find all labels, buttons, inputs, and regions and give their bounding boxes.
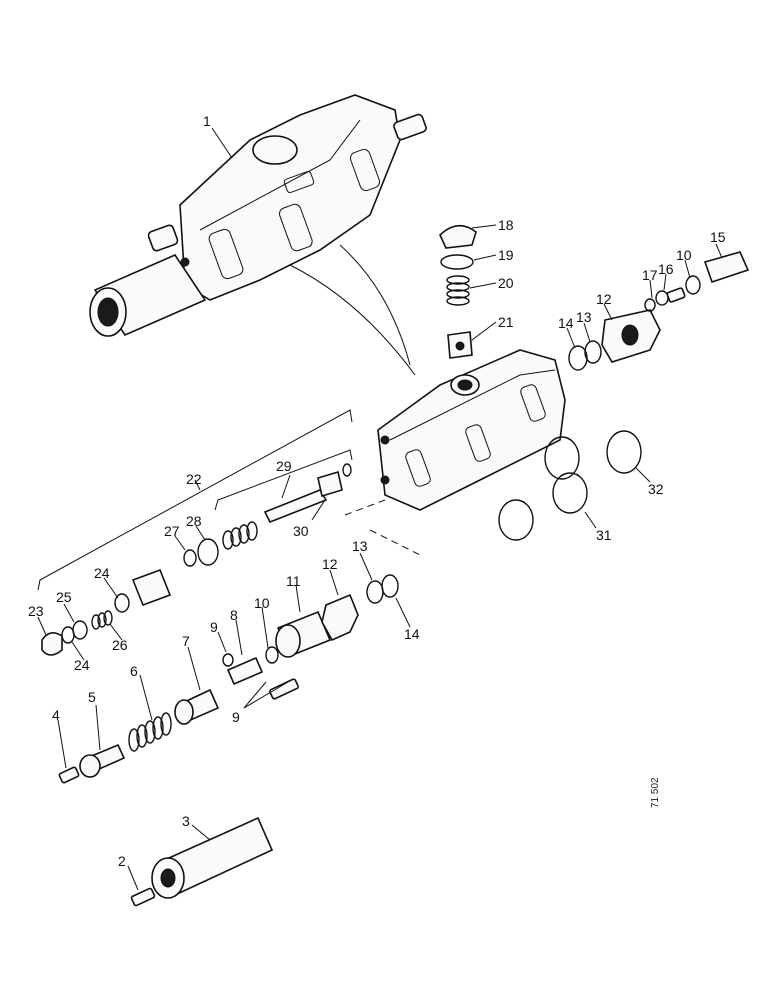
callout-25: 25: [56, 589, 72, 605]
pin-29: [263, 489, 328, 524]
bolt-4: [58, 766, 80, 784]
callout-3: 3: [182, 813, 190, 829]
callout-28: 28: [186, 513, 202, 529]
callout-8: 8: [230, 607, 238, 623]
callout-6: 6: [130, 663, 138, 679]
callout-29: 29: [276, 458, 292, 474]
callout-17: 17: [642, 267, 658, 283]
o-ring-31: [552, 472, 588, 514]
callout-16: 16: [658, 261, 674, 277]
o-ring-b: [498, 499, 534, 541]
spring-6: [128, 712, 172, 752]
callout-12a: 12: [322, 556, 338, 572]
seal-19: [440, 254, 474, 270]
o-ring-32: [606, 430, 642, 474]
callout-14b: 14: [558, 315, 574, 331]
callout-30: 30: [293, 523, 309, 539]
seal-10-lower: [265, 646, 279, 664]
spring-26: [91, 610, 113, 630]
callout-18: 18: [498, 217, 514, 233]
spring-29: [222, 521, 258, 550]
bracket-22: [37, 409, 353, 591]
washer-13-upper: [584, 340, 602, 364]
bracket-29: [214, 449, 353, 511]
callout-5: 5: [88, 689, 96, 705]
cap-23: [41, 632, 63, 656]
poppet-21: [447, 331, 473, 359]
screw-2: [130, 887, 156, 907]
callout-13b: 13: [576, 309, 592, 325]
callout-4: 4: [52, 707, 60, 723]
union-15: [703, 251, 750, 284]
adapter-24: [131, 568, 172, 607]
callout-10a: 10: [254, 595, 270, 611]
callout-11: 11: [286, 573, 301, 589]
spring-20: [446, 275, 470, 306]
callout-31: 31: [596, 527, 612, 543]
callout-24b: 24: [74, 657, 90, 673]
o-ring-16: [655, 290, 669, 306]
callout-9b: 9: [232, 709, 240, 725]
o-ring-14-upper: [568, 345, 588, 371]
callout-7: 7: [182, 633, 190, 649]
callout-2: 2: [118, 853, 126, 869]
plug-18: [439, 224, 477, 249]
flange-12-lower: [321, 593, 359, 642]
callout-19: 19: [498, 247, 514, 263]
seal-10-upper: [685, 275, 701, 295]
screw-8: [226, 656, 264, 686]
callout-14a: 14: [404, 626, 420, 642]
callout-23: 23: [28, 603, 44, 619]
valve-assembly: [89, 94, 427, 337]
bolt-9: [269, 678, 299, 700]
callout-13a: 13: [352, 538, 368, 554]
screw-16: [666, 287, 686, 303]
callout-27: 27: [164, 523, 180, 539]
washer-17: [644, 298, 656, 312]
callout-9a: 9: [210, 619, 218, 635]
washer-28: [197, 538, 219, 566]
callout-22: 22: [186, 471, 202, 487]
o-ring-27: [183, 549, 197, 567]
callout-10b: 10: [676, 247, 692, 263]
leader-lines: [37, 127, 723, 891]
callout-1: 1: [203, 113, 211, 129]
callout-21: 21: [498, 314, 514, 330]
callout-32: 32: [648, 481, 664, 497]
callout-26: 26: [112, 637, 128, 653]
callout-20: 20: [498, 275, 514, 291]
valve-section: [377, 349, 566, 511]
valve-30: [317, 470, 343, 498]
washer-13-lower: [366, 580, 384, 604]
callout-12b: 12: [596, 291, 612, 307]
callout-labels: 1 2 3 4 5 6 7 8 9 9 10 10 11 12 12 13 13…: [28, 113, 726, 869]
drawing-code: 71 502: [650, 777, 661, 808]
callout-15: 15: [710, 229, 726, 245]
callout-24a: 24: [94, 565, 110, 581]
o-ring-14-lower: [381, 574, 399, 598]
seal-24: [61, 626, 75, 644]
o-ring-a: [544, 436, 580, 480]
washer-25: [72, 620, 88, 640]
